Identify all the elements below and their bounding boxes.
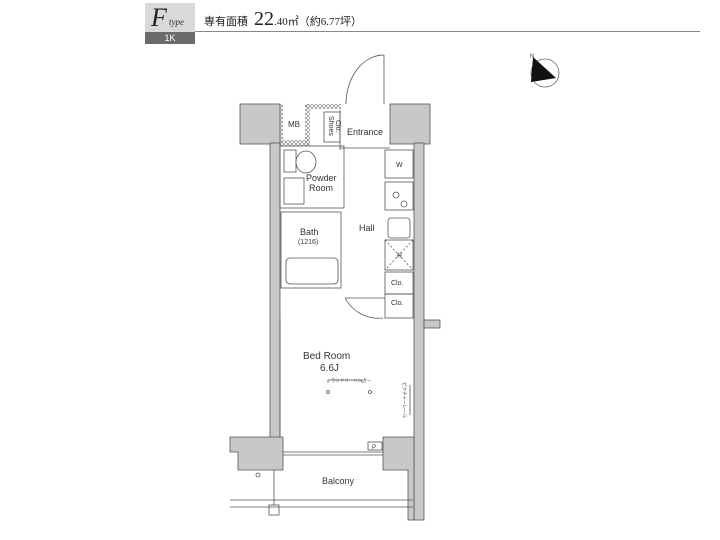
unit-type-suffix: type xyxy=(169,17,184,27)
bedroom-door xyxy=(344,297,385,319)
floor-area: 専有面積 22.40㎡（約6.77坪） xyxy=(204,8,362,31)
label-pipe: P xyxy=(372,445,376,451)
area-label: 専有面積 xyxy=(204,16,248,28)
label-balcony: Balcony xyxy=(322,476,355,486)
bath-room xyxy=(280,211,342,289)
closet-2 xyxy=(384,293,414,319)
label-bedroom: Bed Room xyxy=(303,351,350,362)
label-closet-2: Clo. xyxy=(391,300,404,307)
label-bath: Bath xyxy=(300,227,319,237)
toilet-icon xyxy=(295,150,317,174)
powder-room xyxy=(279,145,345,209)
area-decimal: .40㎡（約6.77坪） xyxy=(274,16,362,28)
pipe-space xyxy=(367,441,383,451)
label-laundry-hanger: ランドリーハンガー xyxy=(331,377,372,384)
svg-text:N: N xyxy=(530,54,534,60)
label-mb: MB xyxy=(288,120,300,129)
hatched-wall xyxy=(305,104,341,109)
label-entrance: Entrance xyxy=(347,127,383,137)
label-shoes: Shoes xyxy=(327,116,334,136)
walls xyxy=(229,103,441,521)
label-fridge: R xyxy=(397,253,402,260)
unit-type-letter: F xyxy=(151,3,167,32)
hatched-wall xyxy=(280,140,310,146)
label-closet-1: Clo. xyxy=(391,280,404,287)
stove-icon xyxy=(384,181,414,211)
fridge-space xyxy=(384,239,414,271)
area-integer: 22 xyxy=(254,8,274,30)
label-shoes-clo: Clo. xyxy=(334,120,341,133)
label-powder-room: Room xyxy=(309,183,333,193)
washer-space xyxy=(384,149,414,179)
entrance-door xyxy=(345,54,385,105)
header-divider xyxy=(195,31,700,32)
label-hall: Hall xyxy=(359,223,375,233)
bathtub-icon xyxy=(285,257,339,285)
washbasin-icon xyxy=(283,177,305,205)
hatched-wall xyxy=(280,104,283,146)
label-bath-size: (1216) xyxy=(298,239,318,246)
label-washer: W xyxy=(396,162,403,169)
north-arrow-icon: N xyxy=(530,54,560,88)
label-bedroom-size: 6.6J xyxy=(320,363,339,374)
hatched-wall xyxy=(305,104,310,146)
sink-icon xyxy=(387,217,411,239)
label-picture-rail: ピクチャーレール xyxy=(401,382,407,418)
unit-type-badge: F type xyxy=(145,3,195,32)
label-powder: Powder xyxy=(306,173,337,183)
layout-label: 1K xyxy=(145,32,195,44)
